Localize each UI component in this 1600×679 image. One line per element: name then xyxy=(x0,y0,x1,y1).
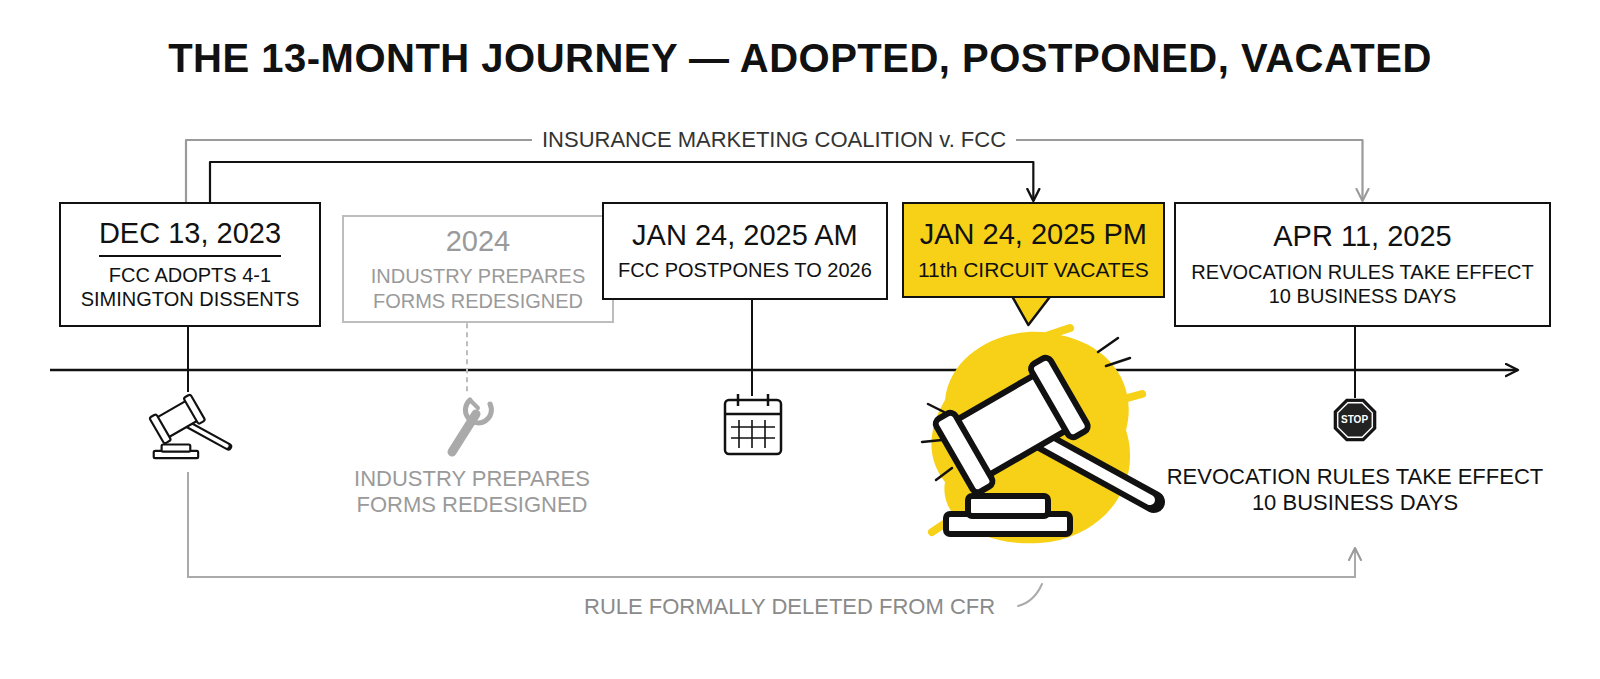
event-text: FCC ADOPTS 4-1 SIMINGTON DISSENTS xyxy=(75,263,305,312)
date-heading: 2024 xyxy=(446,225,511,258)
timeline-stem xyxy=(751,300,753,396)
wrench-icon xyxy=(452,400,491,452)
impact-lines xyxy=(922,338,1130,480)
event-text: FCC POSTPONES TO 2026 xyxy=(618,258,872,282)
case-ruling-arrow xyxy=(210,162,1033,202)
date-heading: APR 11, 2025 xyxy=(1273,220,1451,253)
stop-sign-icon xyxy=(1335,400,1376,441)
event-text: 11th CIRCUIT VACATES xyxy=(918,257,1149,283)
effect-note: REVOCATION RULES TAKE EFFECT 10 BUSINESS… xyxy=(1165,464,1545,517)
faded-note: INDUSTRY PREPARES FORMS REDESIGNED xyxy=(352,466,592,519)
connector-label: INSURANCE MARKETING COALITION v. FCC xyxy=(532,127,1016,153)
track-note: RULE FORMALLY DELETED FROM CFR xyxy=(584,594,995,620)
date-heading: DEC 13, 2023 xyxy=(99,217,281,256)
timeline-stem xyxy=(187,327,189,392)
date-heading: JAN 24, 2025 AM xyxy=(632,219,858,252)
timeline-stem xyxy=(466,323,468,392)
milestone-box: DEC 13, 2023FCC ADOPTS 4-1 SIMINGTON DIS… xyxy=(59,202,321,327)
highlight-box: JAN 24, 2025 PM 11th CIRCUIT VACATES xyxy=(902,202,1165,298)
timeline-stem xyxy=(1354,327,1356,398)
leader-line xyxy=(1018,584,1042,606)
gavel-icon xyxy=(149,394,228,458)
stop-sign-text: STOP xyxy=(1341,414,1368,426)
date-heading: JAN 24, 2025 PM xyxy=(920,218,1147,251)
milestone-box: JAN 24, 2025 AM FCC POSTPONES TO 2026 xyxy=(602,202,888,300)
milestone-box-faded: 2024INDUSTRY PREPARES FORMS REDESIGNED xyxy=(342,215,614,323)
milestone-box: APR 11, 2025REVOCATION RULES TAKE EFFECT… xyxy=(1174,202,1551,327)
event-text: REVOCATION RULES TAKE EFFECT 10 BUSINESS… xyxy=(1190,260,1535,309)
event-text: INDUSTRY PREPARES FORMS REDESIGNED xyxy=(358,264,598,313)
callout-pointer xyxy=(1011,295,1051,325)
timeline-axis xyxy=(50,369,1518,372)
gavel-icon-large xyxy=(934,356,1154,534)
calendar-icon xyxy=(725,394,781,454)
diagram-title: THE 13-MONTH JOURNEY — ADOPTED, POSTPONE… xyxy=(168,36,1432,81)
